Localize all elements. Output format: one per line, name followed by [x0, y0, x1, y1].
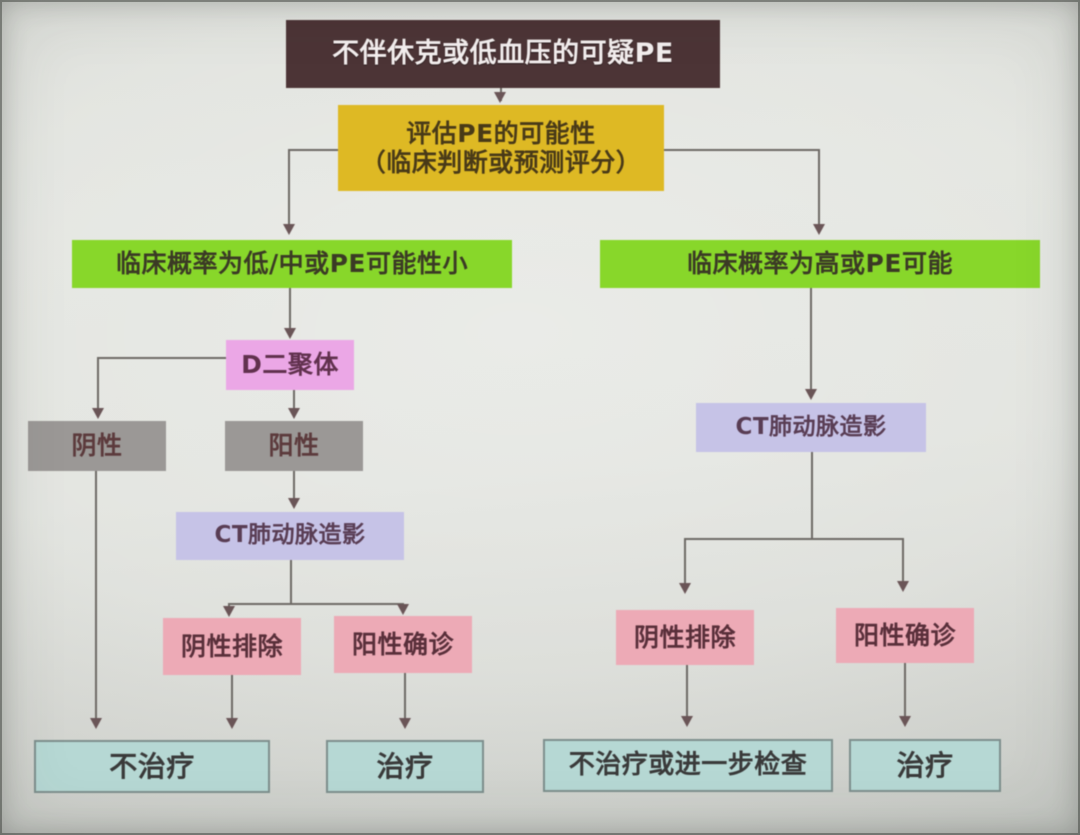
connector-cta-right-bar: [684, 538, 904, 540]
node-d-dimer-negative[interactable]: 阴性: [28, 421, 166, 471]
node-cta-right[interactable]: CT肺动脉造影: [696, 403, 926, 452]
node-suspected-pe[interactable]: 不伴休克或低血压的可疑PE: [286, 20, 720, 88]
connector-left-positive-to-treat: [404, 673, 406, 724]
arrowhead-assess-left: [283, 224, 295, 235]
connector-assess-right-h: [662, 149, 820, 151]
connector-ddimer-negative-h: [97, 357, 227, 359]
arrowhead-suspected-to-assess: [494, 92, 506, 103]
connector-cta-right-to-positive: [902, 538, 904, 588]
connector-cta-left-bar: [228, 603, 404, 605]
arrowhead-ddimer-positive: [288, 408, 300, 419]
arrowhead-ddimer-negative: [92, 408, 104, 419]
node-left-cta-positive[interactable]: 阳性确诊: [334, 616, 472, 673]
arrowhead-high-to-cta-right: [805, 389, 817, 400]
arrowhead-cta-right-negative: [679, 583, 691, 594]
arrowhead-right-negative-to-no-treat: [681, 716, 693, 727]
connector-assess-left-v: [288, 149, 290, 231]
arrowhead-cta-right-positive: [897, 581, 909, 592]
connector-assess-right-v: [818, 149, 820, 231]
node-assess-probability[interactable]: 评估PE的可能性 （临床判断或预测评分）: [338, 105, 664, 191]
arrowhead-lowmid-to-ddimer: [284, 328, 296, 339]
node-right-cta-positive[interactable]: 阳性确诊: [836, 608, 974, 663]
connector-positive-to-cta-left: [293, 471, 295, 502]
arrowhead-cta-left-positive: [397, 604, 409, 615]
node-outcome-no-treat-right[interactable]: 不治疗或进一步检查: [543, 739, 833, 792]
arrowhead-cta-left-negative: [223, 606, 235, 617]
arrowhead-right-positive-to-treat: [899, 716, 911, 727]
arrowhead-negative-to-no-treat: [90, 718, 102, 729]
connector-left-negative-to-no-treat: [231, 675, 233, 724]
node-left-cta-negative[interactable]: 阴性排除: [163, 618, 301, 675]
node-cta-left[interactable]: CT肺动脉造影: [176, 512, 404, 560]
node-outcome-treat-left[interactable]: 治疗: [326, 740, 484, 793]
node-low-mid-probability[interactable]: 临床概率为低/中或PE可能性小: [72, 240, 512, 288]
node-d-dimer[interactable]: D二聚体: [226, 340, 354, 390]
node-outcome-treat-right[interactable]: 治疗: [849, 739, 1001, 792]
node-high-probability[interactable]: 临床概率为高或PE可能: [600, 240, 1040, 288]
connector-lowmid-to-ddimer: [289, 288, 291, 330]
node-outcome-no-treat-left[interactable]: 不治疗: [34, 740, 270, 793]
connector-high-to-cta-right: [810, 288, 812, 393]
connector-ddimer-positive: [293, 390, 295, 413]
arrowhead-left-positive-to-treat: [399, 718, 411, 729]
arrowhead-assess-right: [813, 224, 825, 235]
arrowhead-positive-to-cta-left: [288, 498, 300, 509]
connector-ddimer-negative-v: [97, 357, 99, 413]
connector-assess-left-h: [288, 149, 340, 151]
arrowhead-left-negative-to-no-treat: [226, 718, 238, 729]
connector-negative-to-no-treat: [95, 471, 97, 724]
connector-cta-left-stem: [290, 560, 292, 604]
node-d-dimer-positive[interactable]: 阳性: [225, 421, 363, 471]
connector-right-negative-to-no-treat: [686, 665, 688, 723]
connector-right-positive-to-treat: [904, 663, 906, 723]
node-right-cta-negative[interactable]: 阴性排除: [616, 610, 754, 665]
connector-cta-right-stem: [811, 452, 813, 540]
connector-cta-right-to-negative: [684, 538, 686, 590]
